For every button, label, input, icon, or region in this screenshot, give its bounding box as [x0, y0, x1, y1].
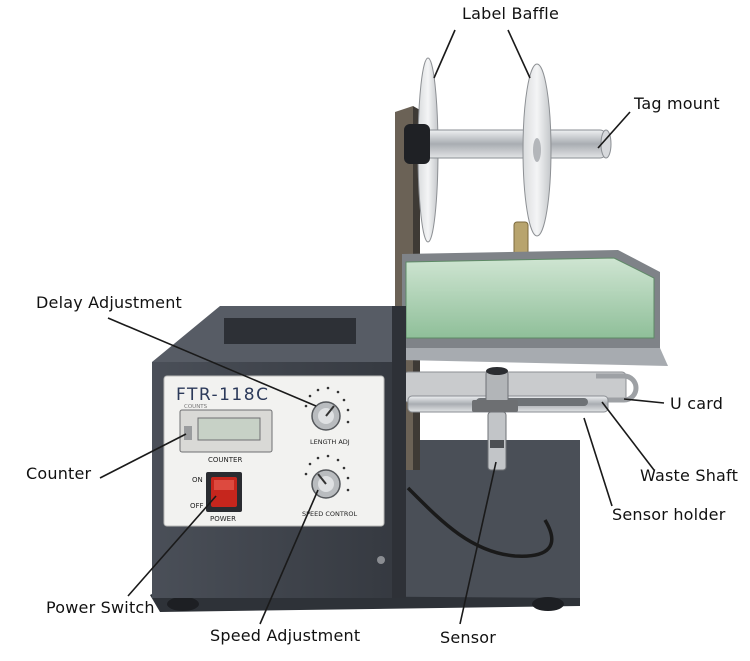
length-adj-label: LENGTH ADJ: [310, 438, 350, 446]
sensor-cable: [406, 486, 554, 558]
u-card-leader: [623, 398, 665, 404]
waste-shaft-callout: Waste Shaft: [640, 466, 739, 485]
off-label: OFF: [190, 502, 204, 510]
sensor-callout: Sensor: [440, 628, 497, 647]
power-switch-callout: Power Switch: [46, 598, 155, 617]
counter-callout: Counter: [26, 464, 92, 483]
counter-label: COUNTER: [208, 456, 242, 464]
speed-adjustment-leader: [259, 489, 319, 625]
power-label: POWER: [210, 515, 236, 523]
tag-mount-callout: Tag mount: [634, 94, 720, 113]
speed-control-knob[interactable]: [311, 469, 341, 499]
length-adj-knob[interactable]: [311, 401, 341, 431]
power-switch-leader: [127, 495, 217, 597]
u-card-callout: U card: [670, 394, 724, 413]
counter-display: [179, 409, 273, 453]
tag-mount-spindle: [404, 124, 612, 164]
sensor-holder-leader: [583, 417, 613, 507]
speed-control-label: SPEED CONTROL: [302, 510, 357, 518]
counter-leader: [99, 433, 187, 479]
sensor-assembly: [472, 367, 518, 471]
power-switch[interactable]: [206, 472, 242, 512]
housing-screw: [377, 556, 385, 564]
model-label: FTR-118C: [176, 385, 269, 405]
leader-lines: [99, 29, 665, 625]
label-baffle-callout: Label Baffle: [462, 4, 559, 23]
tag-mount-leader: [597, 111, 631, 149]
u-card-assembly: [403, 371, 639, 413]
counter-caption: COUNTS: [184, 404, 208, 410]
dial-scale: [304, 386, 350, 492]
label-baffle-leader: [507, 29, 531, 79]
label-baffle-leader: [433, 29, 456, 79]
delay-adjustment-leader: [107, 317, 317, 407]
sensor-leader: [459, 461, 497, 625]
base-foot: [167, 597, 199, 611]
speed-adjustment-callout: Speed Adjustment: [210, 626, 361, 645]
housing-label-plate: [224, 318, 356, 344]
label-baffle-front: [522, 63, 552, 237]
waste-shaft-leader: [601, 401, 655, 471]
sensor-holder-callout: Sensor holder: [612, 505, 726, 524]
base-foot: [532, 597, 564, 611]
delay-adjustment-callout: Delay Adjustment: [36, 293, 183, 312]
on-label: ON: [192, 476, 203, 484]
glass-tray: [402, 250, 668, 366]
